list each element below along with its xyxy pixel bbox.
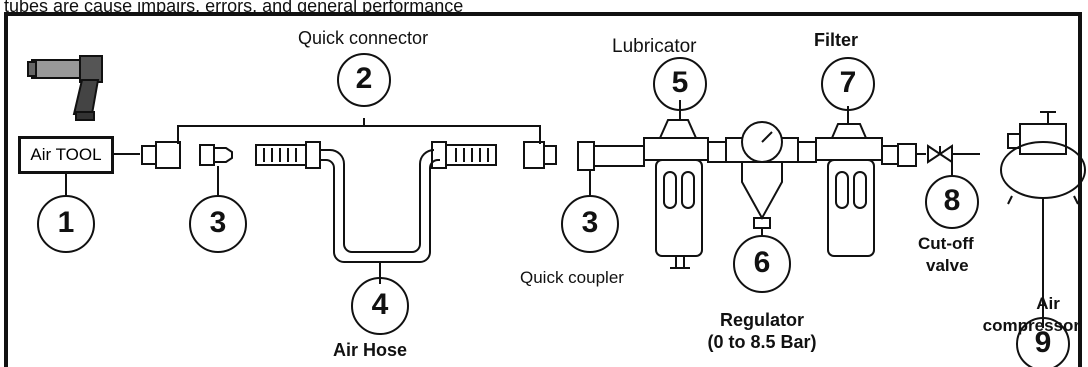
callout-circle-3b [561,195,619,253]
air-compressor-label-line2: compressor [982,316,1080,335]
regulator-label-line2: (0 to 8.5 Bar) [707,332,817,352]
regulator-label-line1: Regulator [719,310,804,330]
callout-number-9: 9 [1034,326,1052,359]
callout-number-4: 4 [371,288,389,321]
filter-outlet-fitting [881,143,917,167]
filter-unit [815,123,883,257]
callout-circle-9 [1016,317,1070,367]
diagram-frame [4,12,1082,367]
quick-connector-bracket [177,125,541,144]
callout-circle-6 [733,235,791,293]
callout-circle-7 [821,57,875,111]
quick-coupler [577,141,645,171]
air-hose-inner [320,159,440,263]
cut-off-valve-label-line2: valve [926,256,969,275]
callout-circle-4 [351,277,409,335]
air-tool-box: Air TOOL [18,136,114,174]
callout-number-5: 5 [671,66,689,99]
callout-circle-8 [925,175,979,229]
male-plug-left [199,144,233,166]
cut-off-valve-symbol [927,144,980,164]
callout-number-7: 7 [839,66,857,99]
callout-circle-1 [37,195,95,253]
filter-label: Filter [814,30,859,50]
air-compressor-label-line1: Air [1036,294,1060,313]
hose-end-left [255,141,321,169]
air-hose-outer [320,149,435,253]
callout-number-6: 6 [753,246,771,279]
hose-end-right [431,141,497,169]
callout-number-1: 1 [57,206,75,239]
quick-coupler-label: Quick coupler [520,268,624,287]
cropped-header-text: tubes are cause impairs, errors, and gen… [4,0,464,12]
air-tool-icon [27,55,103,121]
callout-circle-2 [337,53,391,107]
air-hose-label: Air Hose [333,340,408,360]
callout-number-8: 8 [943,184,961,217]
callout-circle-3a [189,195,247,253]
female-coupler-right [523,141,557,169]
callout-circle-5 [653,57,707,111]
lubricator-label: Lubricator [612,36,697,57]
callout-number-3a: 3 [209,206,227,239]
callout-number-3b: 3 [581,206,599,239]
female-coupler-left [141,141,181,169]
air-compressor-unit [1000,111,1086,205]
quick-connector-label: Quick connector [298,28,429,48]
lubricator-unit [643,119,709,269]
callout-number-2: 2 [355,62,373,95]
cut-off-valve-label-line1: Cut-off [918,234,974,253]
regulator-unit [725,121,799,236]
